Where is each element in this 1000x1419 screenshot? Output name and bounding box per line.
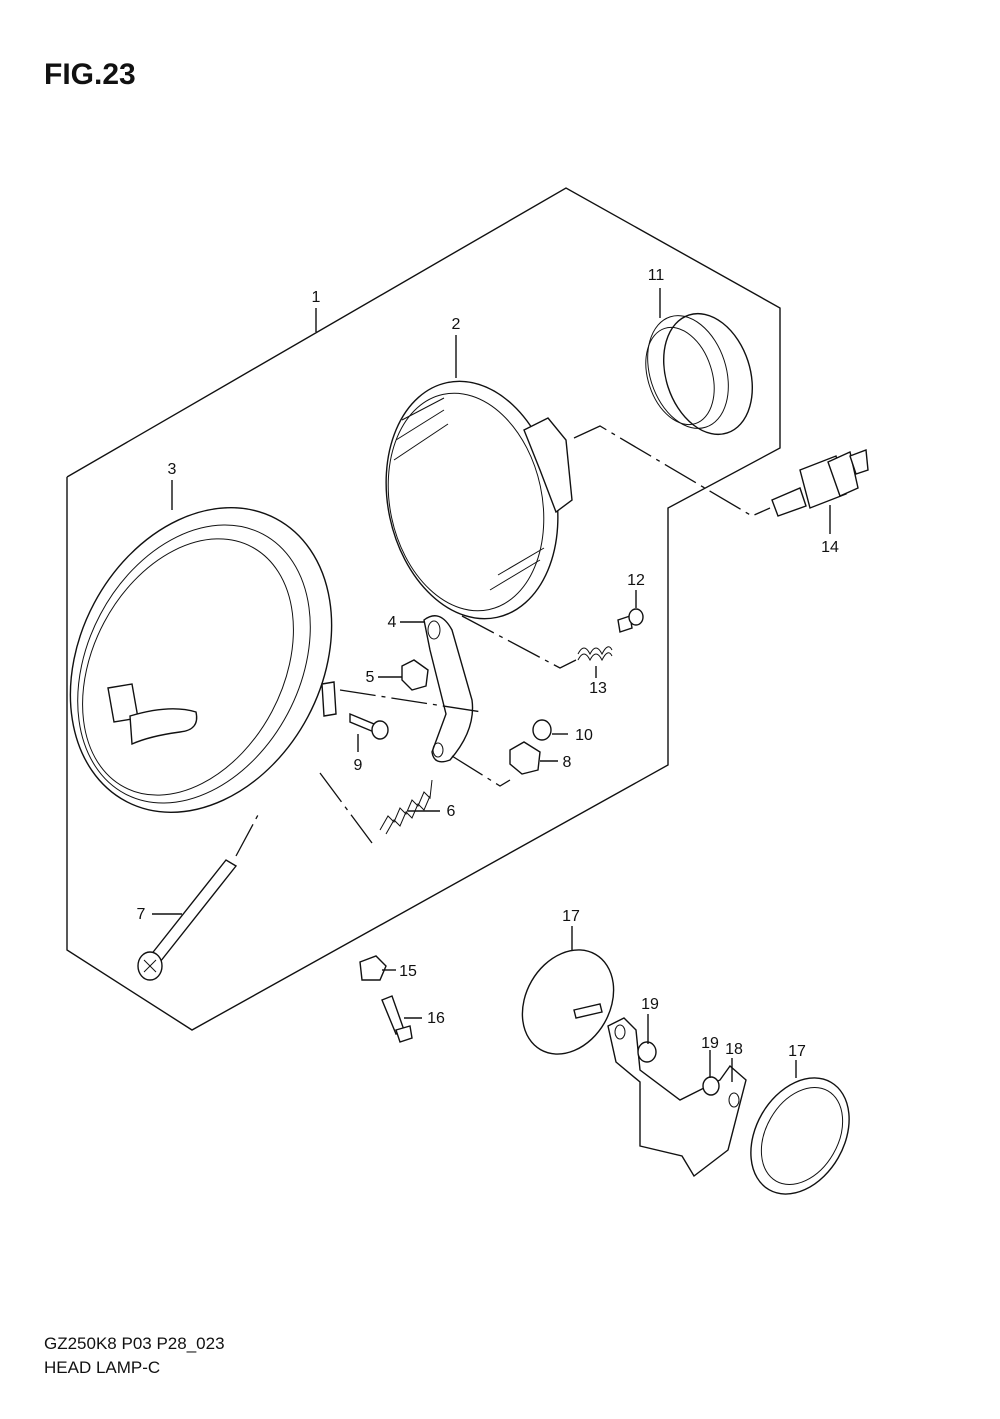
part-bracket — [423, 615, 474, 763]
part-screw-9 — [349, 712, 389, 740]
callout-19-left: 19 — [641, 996, 659, 1013]
part-nut-8 — [509, 741, 541, 775]
callout-12: 12 — [627, 572, 645, 589]
callout-7: 7 — [137, 906, 146, 923]
callout-6: 6 — [447, 803, 456, 820]
part-reflector-bracket — [607, 1017, 747, 1178]
callout-14: 14 — [821, 539, 839, 556]
part-nut-19-left — [637, 1041, 657, 1063]
assembly-outline — [66, 187, 781, 1031]
callout-17-left: 17 — [562, 908, 580, 925]
part-nut-5 — [401, 659, 429, 691]
section-name: HEAD LAMP-C — [44, 1358, 161, 1377]
callout-17-right: 17 — [788, 1043, 806, 1060]
callout-19-right: 19 — [701, 1035, 719, 1052]
part-nut-10 — [532, 719, 552, 741]
callout-4: 4 — [388, 614, 397, 631]
part-bulb — [771, 449, 869, 517]
callout-11: 11 — [648, 267, 665, 284]
callout-3: 3 — [168, 461, 177, 478]
callout-9: 9 — [354, 757, 363, 774]
callout-8: 8 — [563, 754, 572, 771]
part-bulb-cover — [645, 312, 754, 436]
part-reflector-right — [750, 1077, 850, 1195]
part-screw-12 — [617, 608, 644, 633]
part-nut-19-right — [702, 1076, 720, 1096]
part-adjusting-screw — [137, 859, 238, 981]
figure-title: FIG.23 — [44, 58, 136, 91]
callout-13: 13 — [589, 680, 607, 697]
part-spring-13 — [577, 646, 613, 662]
part-rim — [69, 507, 337, 813]
callout-5: 5 — [366, 669, 375, 686]
callout-1: 1 — [312, 289, 321, 306]
callout-2: 2 — [452, 316, 461, 333]
part-reflector-left — [521, 949, 615, 1055]
model-code: GZ250K8 P03 P28_023 — [44, 1334, 225, 1353]
leader-lines — [152, 288, 831, 1082]
part-bolt-16 — [381, 995, 413, 1043]
part-spring-6 — [379, 779, 433, 835]
part-headlamp-unit — [385, 380, 573, 620]
callout-15: 15 — [399, 963, 417, 980]
diagram-footer: GZ250K8 P03 P28_023 HEAD LAMP-C — [44, 1332, 225, 1380]
callout-16: 16 — [427, 1010, 445, 1027]
callout-18: 18 — [725, 1041, 743, 1058]
part-clip-15 — [359, 955, 387, 981]
callout-10: 10 — [575, 727, 593, 744]
